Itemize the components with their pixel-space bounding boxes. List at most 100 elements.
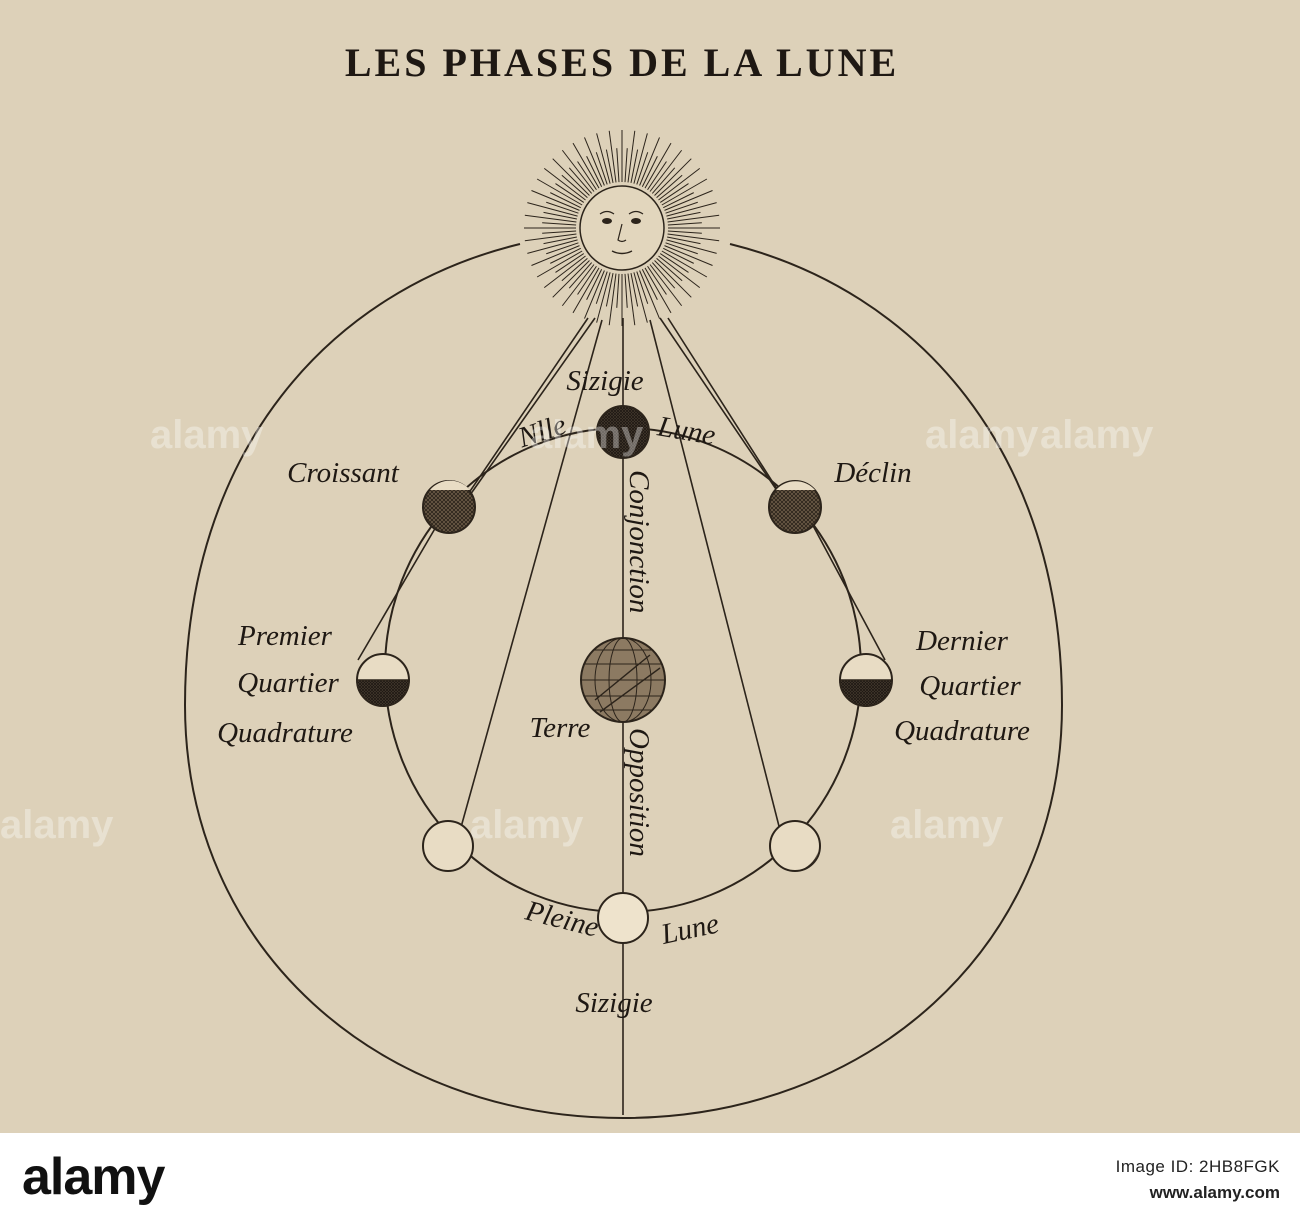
sun-ray (552, 158, 590, 196)
watermark: alamy (1040, 413, 1154, 457)
sun-ray (639, 270, 660, 319)
label-terre: Terre (530, 712, 591, 744)
sun-ray (552, 260, 590, 298)
sun-ray (664, 190, 713, 211)
first-quarter-moon (356, 653, 410, 707)
sun-ray (661, 178, 708, 206)
sun-ray (568, 262, 593, 289)
crescent-moon (422, 480, 476, 534)
sun-ray (596, 133, 611, 184)
label-premier: Premier (237, 620, 333, 652)
sun-ray (636, 152, 649, 185)
sun-ray (667, 214, 720, 223)
sun-ray (543, 211, 577, 220)
engraving-plate: LES PHASES DE LA LUNE (0, 0, 1300, 1133)
sun-ray (649, 149, 683, 192)
sun-ray (561, 149, 595, 192)
label-lune-top: Lune (654, 410, 718, 452)
sun-ray (608, 130, 617, 183)
sun-ray (605, 149, 614, 183)
sun-ray (666, 239, 717, 254)
sun-ray (627, 273, 636, 326)
sun-ray (577, 265, 597, 295)
sun-ray (572, 267, 600, 314)
label-quartier-left: Quartier (237, 667, 339, 699)
sun-ray (647, 265, 667, 295)
sun-ray (605, 273, 614, 307)
sun-ray (651, 262, 676, 289)
sun-ray (659, 253, 689, 273)
watermark: alamy (150, 413, 264, 457)
watermark: alamy (925, 413, 1039, 457)
sun-ray (550, 247, 581, 264)
sun-ray (584, 270, 605, 319)
label-pleine: Pleine (521, 895, 602, 944)
sun-ray (665, 201, 698, 214)
label-lune-bottom: Lune (657, 907, 721, 951)
sun-ray (616, 148, 620, 183)
site-url: www.alamy.com (1149, 1183, 1280, 1202)
sun-ray (624, 148, 628, 183)
sun-ray (667, 236, 701, 245)
sun-ray (596, 272, 611, 323)
sun-ray (649, 264, 683, 307)
sun-ray (524, 214, 577, 223)
sun-ray (595, 152, 608, 185)
sun-ray (542, 230, 577, 234)
image-id: Image ID: 2HB8FGK (1115, 1157, 1280, 1176)
sun-ray (641, 156, 658, 187)
label-conjonction: Conjonction (623, 470, 655, 613)
sun-ray (527, 202, 578, 217)
waning-gibbous-moon (769, 820, 821, 872)
sun-ray (665, 242, 698, 255)
sun-ray (644, 267, 672, 314)
sun-ray (656, 174, 683, 199)
sun-ray (627, 130, 636, 183)
sun-ray (595, 271, 608, 304)
sun-ray (561, 174, 588, 199)
sun-ray (654, 158, 692, 196)
sun-ray (531, 190, 580, 211)
sun-ray (543, 236, 577, 245)
sun-ray (639, 137, 660, 186)
sun-ray (630, 149, 639, 183)
sun-ray (577, 161, 597, 191)
label-opposition: Opposition (623, 728, 655, 857)
sun-ray (561, 264, 595, 307)
sun-ray (555, 253, 585, 273)
sun-ray (647, 161, 667, 191)
sun-ray (546, 242, 579, 255)
sun-ray (524, 233, 577, 242)
watermark: alamy (0, 803, 114, 847)
label-quadrature-left: Quadrature (217, 717, 353, 749)
sun-ray (663, 192, 694, 209)
sun-ray (555, 183, 585, 203)
sun-ray (658, 255, 701, 289)
sun-ray (543, 255, 586, 289)
sun-ray (666, 202, 717, 217)
sun-ray (624, 273, 628, 308)
brand-logo: alamy (22, 1148, 165, 1206)
label-quadrature-right: Quadrature (894, 715, 1030, 747)
watermark-group: alamy alamy alamy alamy alamy alamy alam… (0, 413, 1154, 847)
label-declin: Déclin (833, 457, 911, 489)
waxing-gibbous-moon (422, 820, 474, 872)
sun-ray (536, 178, 583, 206)
sun-ray (630, 273, 639, 307)
earth-globe-icon (580, 637, 666, 723)
label-croissant: Croissant (287, 457, 400, 489)
sun-ray (527, 239, 578, 254)
sun-ray (542, 222, 577, 226)
sun-ray (667, 211, 701, 220)
sun-ray (561, 257, 588, 282)
sun-ray (656, 257, 683, 282)
sun-ray (667, 222, 702, 226)
outer-orbit-ellipse (183, 243, 1064, 1120)
sun-ray (586, 156, 603, 187)
sun-ray (641, 269, 658, 300)
sun-ray (664, 245, 713, 266)
sun-ray (584, 137, 605, 186)
sun-ray (586, 269, 603, 300)
label-sizigie-bottom: Sizigie (575, 987, 652, 1019)
sun-ray (633, 272, 648, 323)
